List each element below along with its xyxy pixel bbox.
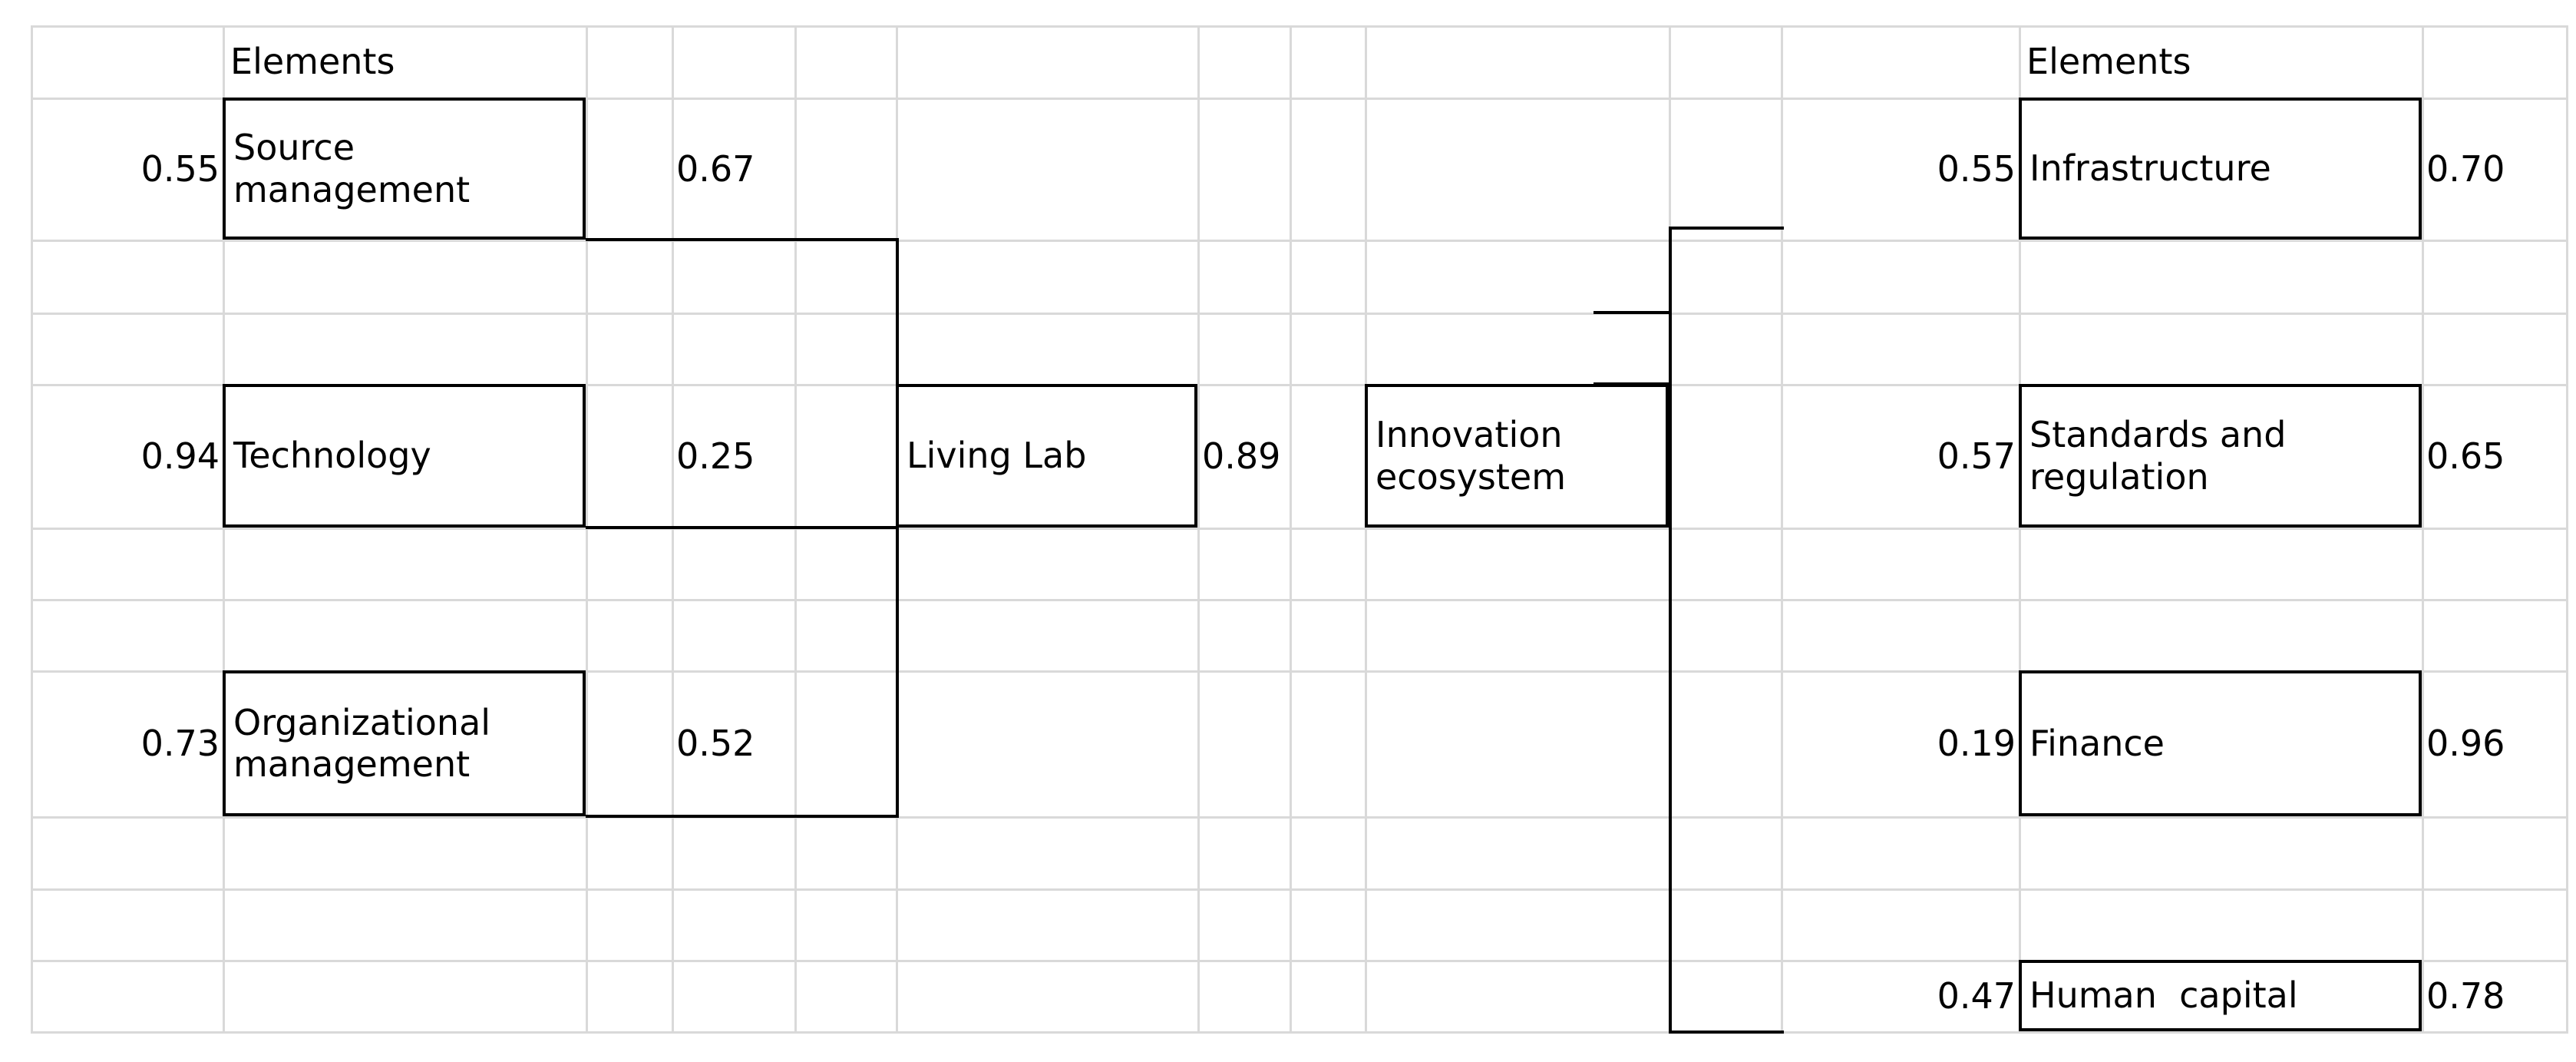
gridline-v-4 bbox=[672, 25, 674, 1034]
weight-right-0-out: 0.70 bbox=[2426, 147, 2505, 190]
gridline-h-7 bbox=[31, 599, 2566, 601]
element-box-human-capital[interactable]: Human capital bbox=[2019, 960, 2422, 1031]
element-box-finance[interactable]: Finance bbox=[2019, 670, 2422, 816]
connector-left-spine bbox=[896, 238, 899, 818]
weight-left-1-out: 0.25 bbox=[676, 435, 755, 477]
element-label-finance: Finance bbox=[2029, 722, 2165, 764]
connector-left-middle bbox=[586, 526, 899, 529]
element-box-living-lab[interactable]: Living Lab bbox=[896, 384, 1197, 528]
gridline-v-14 bbox=[2566, 25, 2568, 1034]
element-label-human-capital: Human capital bbox=[2029, 974, 2298, 1017]
gridline-v-1 bbox=[31, 25, 33, 1034]
gridline-h-2 bbox=[31, 98, 2566, 100]
weight-right-2-out: 0.96 bbox=[2426, 723, 2505, 764]
weight-left-0-in: 0.55 bbox=[140, 147, 220, 190]
gridline-h-12 bbox=[31, 1031, 2566, 1034]
element-box-technology[interactable]: Technology bbox=[223, 384, 586, 528]
gridline-h-6 bbox=[31, 528, 2566, 530]
gridline-v-13 bbox=[2422, 25, 2424, 1034]
gridline-h-5 bbox=[31, 384, 2566, 386]
gridline-h-3 bbox=[31, 240, 2566, 242]
header-left-elements: Elements bbox=[230, 41, 395, 82]
gridline-h-4 bbox=[31, 313, 2566, 315]
weight-left-2-out: 0.52 bbox=[676, 723, 755, 764]
gridline-v-11 bbox=[1781, 25, 1783, 1034]
gridline-v-3 bbox=[586, 25, 588, 1034]
gridline-v-2 bbox=[223, 25, 225, 1034]
weight-right-1-in: 0.57 bbox=[1937, 435, 2016, 477]
element-label-living-lab: Living Lab bbox=[907, 435, 1087, 477]
gridline-h-11 bbox=[31, 960, 2566, 962]
gridline-v-8 bbox=[1290, 25, 1292, 1034]
weight-right-2-in: 0.19 bbox=[1937, 723, 2016, 764]
connector-left-top bbox=[586, 238, 899, 241]
element-label-infrastructure: Infrastructure bbox=[2029, 147, 2271, 190]
element-box-infrastructure[interactable]: Infrastructure bbox=[2019, 98, 2422, 240]
gridline-v-7 bbox=[1197, 25, 1200, 1034]
weight-right-1-out: 0.65 bbox=[2426, 435, 2505, 477]
connector-left-bottom bbox=[586, 815, 899, 818]
connector-right-stub-1 bbox=[1593, 311, 1670, 314]
connector-right-bottom bbox=[1669, 1031, 1784, 1034]
gridline-v-5 bbox=[794, 25, 797, 1034]
weight-left-1-in: 0.94 bbox=[140, 435, 220, 477]
gridline-h-1 bbox=[31, 25, 2566, 28]
gridline-v-12 bbox=[2019, 25, 2021, 1034]
weight-right-3-out: 0.78 bbox=[2426, 974, 2505, 1017]
weight-left-2-in: 0.73 bbox=[140, 723, 220, 764]
gridline-h-8 bbox=[31, 670, 2566, 673]
weight-right-3-in: 0.47 bbox=[1937, 974, 2016, 1017]
gridline-h-9 bbox=[31, 816, 2566, 819]
header-right-elements: Elements bbox=[2026, 41, 2191, 82]
weight-living-lab-out: 0.89 bbox=[1202, 435, 1281, 477]
element-label-technology: Technology bbox=[233, 435, 431, 477]
gridline-h-10 bbox=[31, 888, 2566, 891]
connector-right-top bbox=[1669, 227, 1784, 230]
weight-left-0-out: 0.67 bbox=[676, 147, 755, 190]
connector-right-spine bbox=[1669, 227, 1672, 1034]
gridline-v-9 bbox=[1365, 25, 1367, 1034]
weight-right-0-in: 0.55 bbox=[1937, 147, 2016, 190]
